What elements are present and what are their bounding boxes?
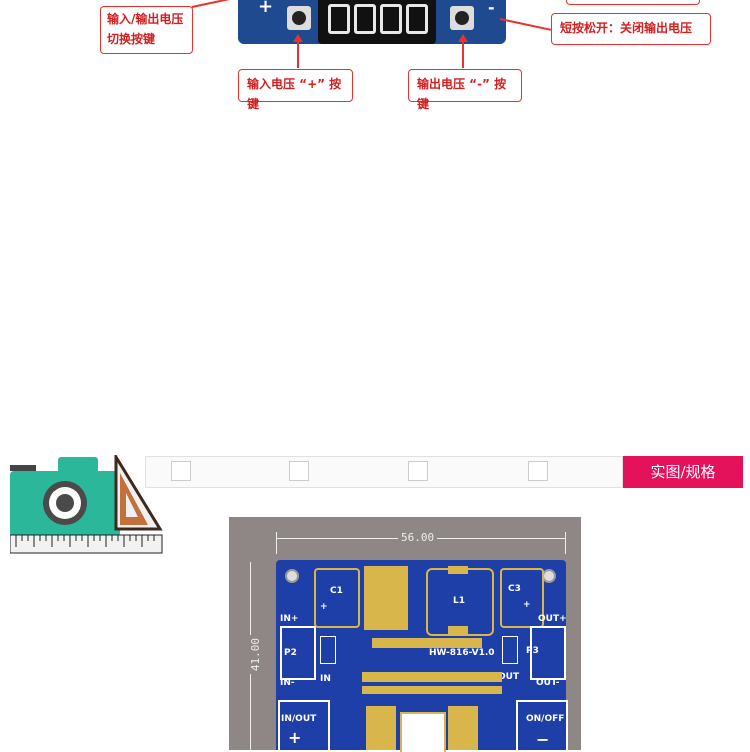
camera-ruler-icon	[10, 455, 163, 554]
in-label: IN	[320, 674, 331, 684]
smd-pad	[448, 706, 478, 750]
callout-minus-button: 输出电压 “-” 按键	[408, 69, 522, 111]
on-off-label: ON/OFF	[526, 714, 565, 724]
p2-footprint	[280, 626, 316, 680]
callout-line	[499, 18, 552, 31]
pcb-board: C1 + L1 C3 + IN+ OUT+ P2 P3 HW-816-V1.0 …	[276, 560, 568, 752]
c3-label: C3	[508, 584, 521, 594]
strip-chip	[289, 461, 309, 481]
out-minus-label: OUT-	[536, 678, 560, 688]
on-off-button-footprint	[516, 700, 568, 752]
plus-sign-label: +	[288, 728, 302, 747]
c1-label: C1	[330, 586, 343, 596]
dim-tick	[565, 532, 566, 554]
arrow-up	[458, 34, 468, 68]
display-digit	[406, 4, 428, 34]
callout-line	[191, 0, 244, 8]
c3-plus-label: +	[523, 600, 531, 610]
l1-pad	[448, 566, 468, 574]
display-digit	[380, 4, 402, 34]
in-plus-label: IN+	[280, 614, 299, 624]
top-plus-marking: +	[258, 0, 274, 17]
in-minus-label: IN-	[280, 678, 295, 688]
mounting-hole	[542, 569, 556, 583]
arrow-up	[293, 34, 303, 68]
strip-chip	[528, 461, 548, 481]
in-out-button-footprint	[278, 700, 330, 752]
width-dimension: 56.00	[398, 531, 438, 544]
out-label: OUT	[498, 672, 520, 682]
p2-label: P2	[284, 648, 297, 658]
height-dimension: 41.00	[249, 634, 263, 675]
seven-segment-display	[318, 0, 436, 44]
dim-tick	[276, 532, 277, 554]
smd-pad-row	[362, 672, 502, 682]
in-led	[320, 636, 336, 664]
display-digit	[328, 4, 350, 34]
out-led	[502, 636, 518, 664]
c3-footprint	[500, 568, 544, 628]
mounting-hole	[285, 569, 299, 583]
model-label: HW-816-V1.0	[429, 648, 495, 658]
strip-chip	[171, 461, 191, 481]
p3-label: P3	[526, 646, 539, 656]
callout-plus-button: 输入电压 “+” 按键	[238, 69, 353, 111]
minus-push-button[interactable]	[450, 6, 474, 30]
smd-pad-row	[372, 638, 482, 648]
callout-io-switch: 输入/输出电压 切换按键	[100, 6, 193, 54]
plus-push-button[interactable]	[287, 6, 311, 30]
strip-chip	[408, 461, 428, 481]
smd-pad	[366, 706, 396, 750]
section-title: 实图/规格	[623, 456, 743, 488]
in-out-label: IN/OUT	[281, 714, 317, 724]
c1-footprint	[314, 568, 360, 628]
header-circuit-strip	[145, 456, 623, 488]
l1-label: L1	[453, 596, 465, 606]
smd-pad-row	[362, 686, 502, 694]
l1-pad	[448, 626, 468, 634]
ic-footprint	[400, 712, 446, 752]
top-minus-marking: -	[488, 0, 495, 17]
inductor-pad	[364, 566, 408, 630]
display-digit	[354, 4, 376, 34]
c1-plus-label: +	[320, 602, 328, 612]
out-plus-label: OUT+	[538, 614, 567, 624]
p3-footprint	[530, 626, 566, 680]
callout-box-edge	[566, 0, 700, 5]
minus-sign-label: −	[536, 730, 550, 749]
callout-short-press: 短按松开：关闭输出电压	[551, 13, 711, 45]
